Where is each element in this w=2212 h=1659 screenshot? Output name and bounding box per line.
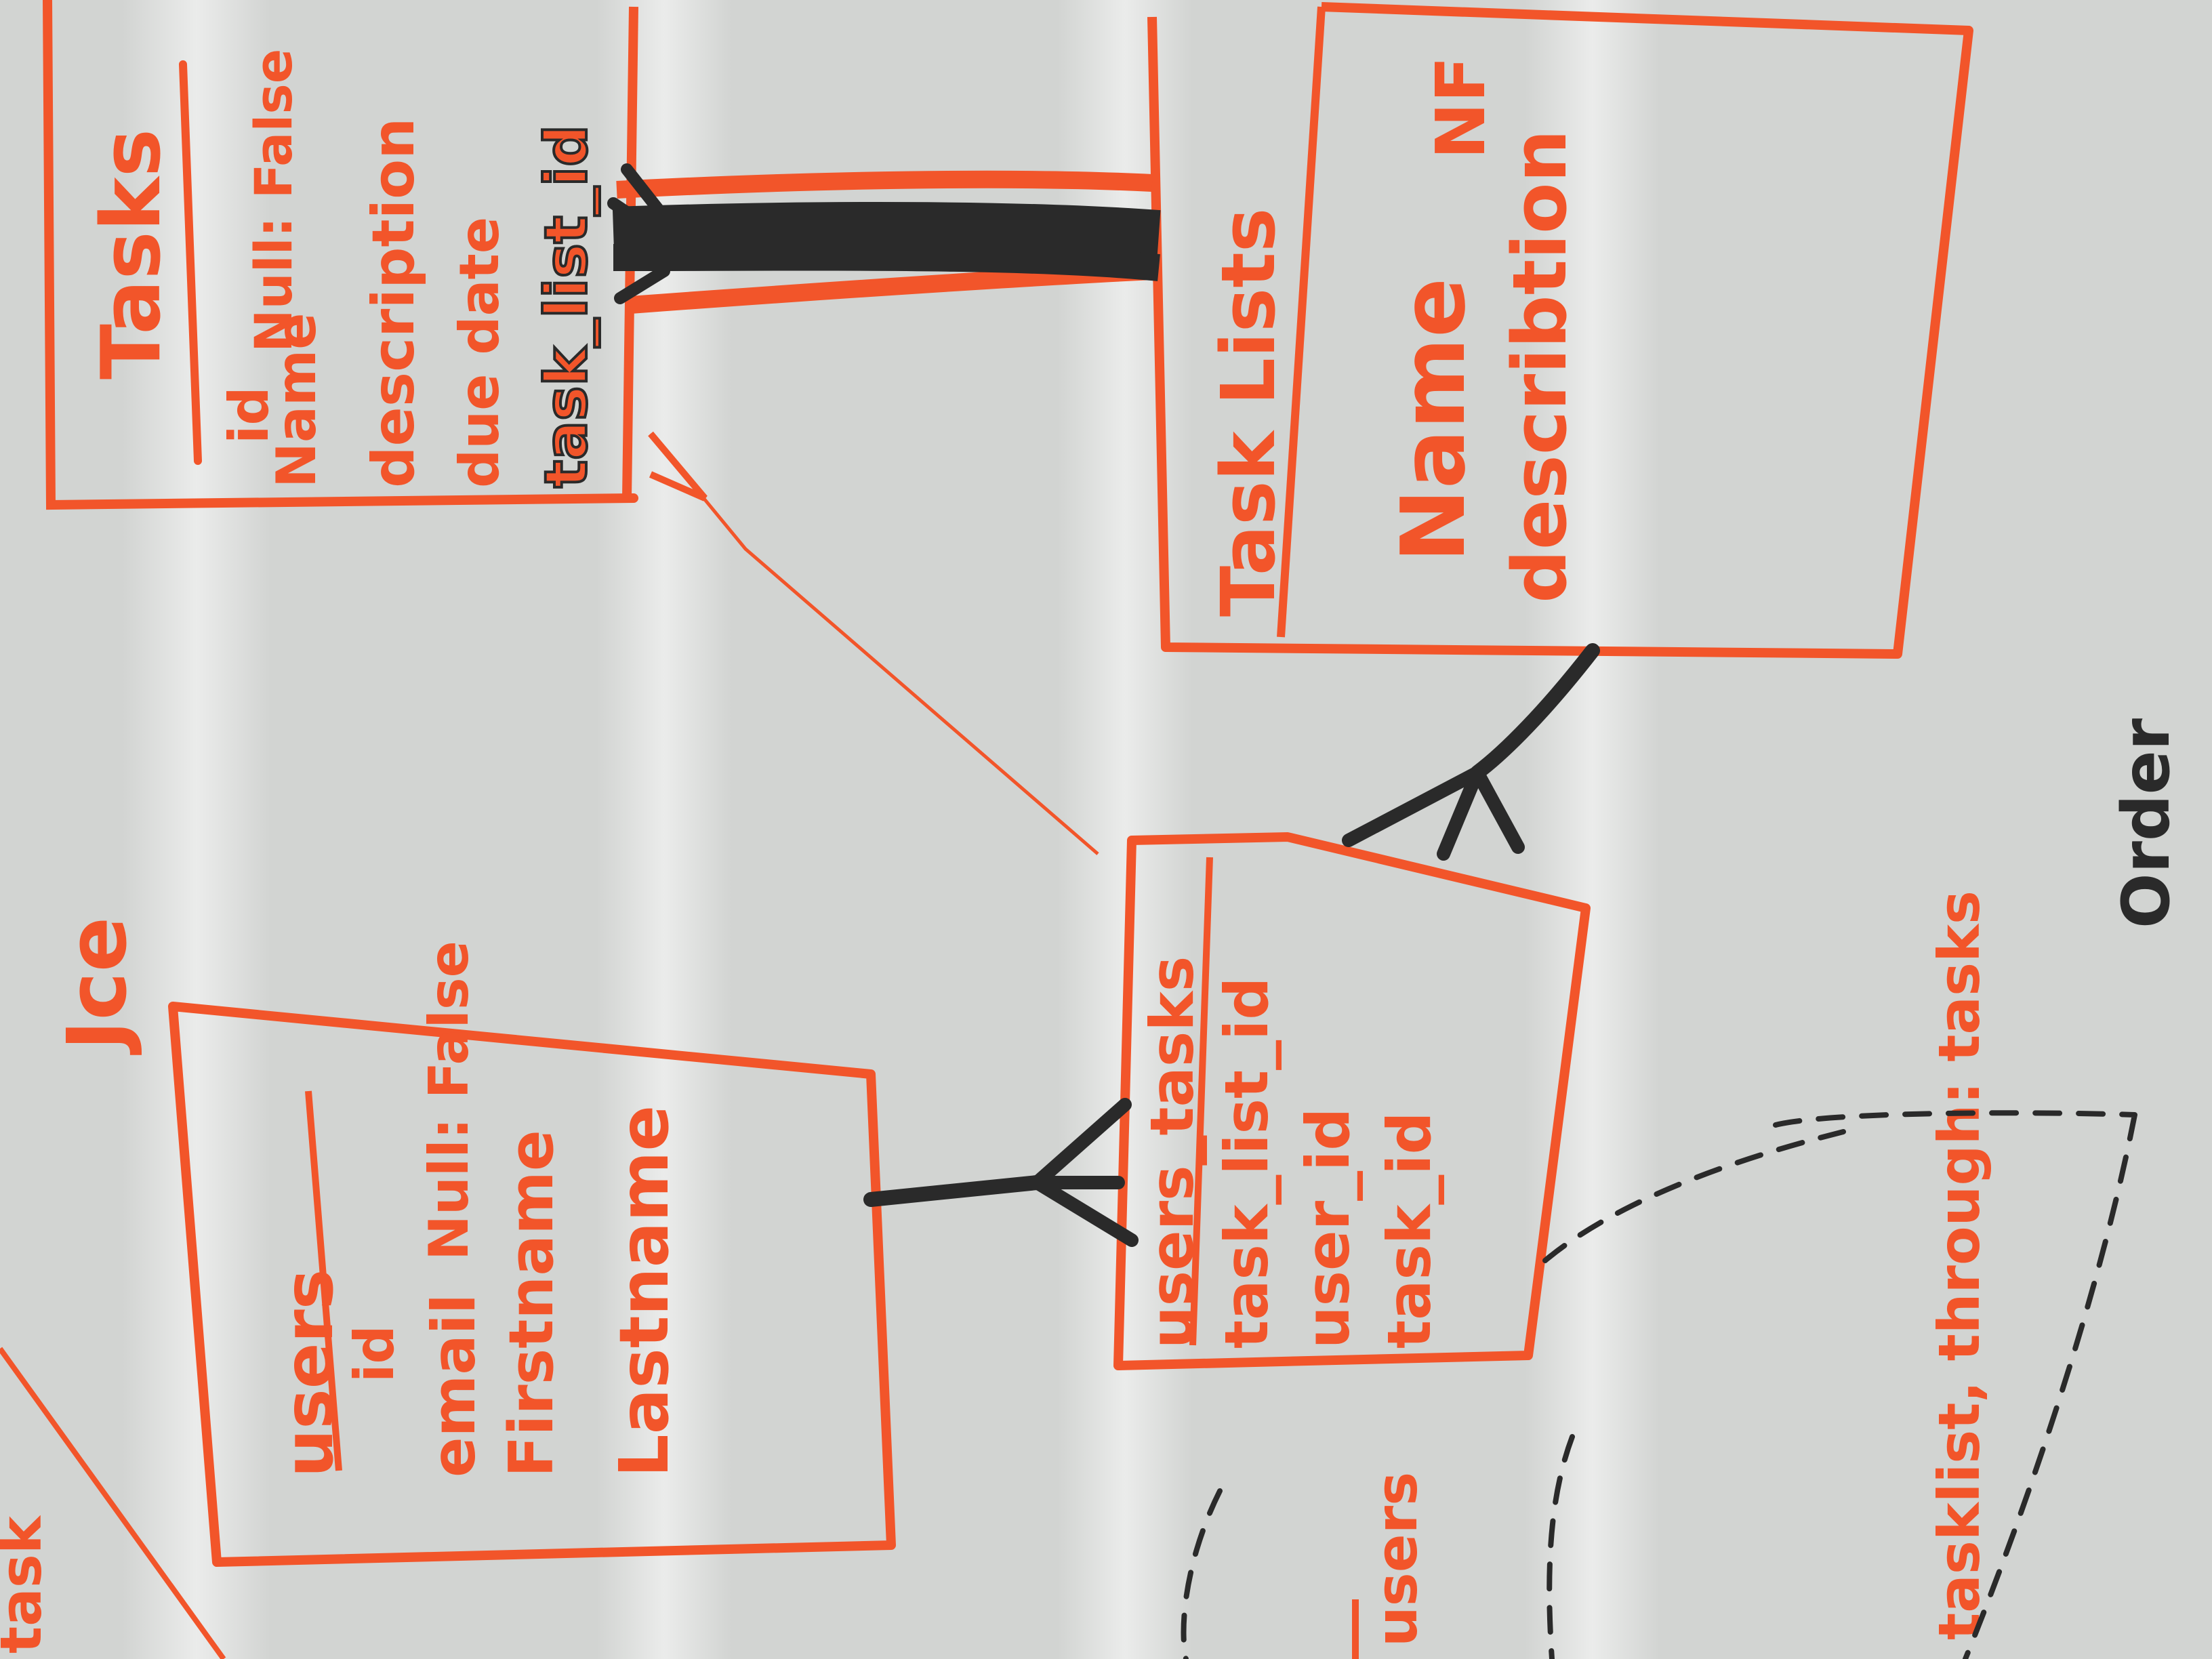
task-lists-table: Task Lists NF Name describtion <box>622 2 1973 659</box>
users-tasks-field-task-id: task_id <box>1374 1111 1444 1349</box>
tasks-table: Tasks id Name Null: False description du… <box>43 0 638 510</box>
tasklists-userstasks-relation <box>1342 643 1600 861</box>
users-tasks-title-divider <box>1189 857 1213 1346</box>
task-lists-field-name: Name <box>1382 278 1485 562</box>
tasks-table-border <box>43 0 638 510</box>
relation-line <box>863 1175 1044 1207</box>
users-tasks-table-title: users_tasks <box>1137 956 1207 1349</box>
users-userstasks-relation <box>863 1098 1139 1247</box>
crows-foot-icon <box>1030 1098 1139 1247</box>
tasks-tasklists-relation <box>607 163 1161 314</box>
task-lists-title-divider <box>1277 6 1326 638</box>
tasks-constraint: Null: False <box>243 49 304 352</box>
users-tasks-field-task-list-id: task_list_id <box>1212 977 1282 1349</box>
task-lists-table-title: Task Lists <box>1205 208 1292 617</box>
users-tasks-table: users_tasks task_list_id user_id task_id <box>1113 832 1591 1370</box>
tasks-title-divider <box>179 60 202 465</box>
annotation-users: users <box>1364 1472 1430 1647</box>
glare-band <box>1525 0 1660 1659</box>
tasks-field-due-date: due date <box>448 217 511 488</box>
crows-foot-icon <box>1342 766 1525 861</box>
users-tasks-table-border <box>1113 832 1591 1370</box>
tasks-table-title: Tasks <box>85 129 179 380</box>
annotation-edge: task <box>0 1515 54 1654</box>
annotation-tasklist-through-tasks: tasklist, through: tasks <box>1926 890 1992 1640</box>
task-lists-table-border <box>1147 2 1973 659</box>
annotation-order: Order <box>2108 718 2184 928</box>
relation-highlight-upper <box>616 170 1153 199</box>
tasks-field-id: id <box>218 386 281 444</box>
users-title-divider <box>305 1090 342 1471</box>
tasks-field-name: Name <box>265 312 328 488</box>
users-constraint: Null: False <box>417 941 480 1261</box>
relation-band <box>612 202 1161 258</box>
task-lists-field-description: describtion <box>1496 129 1583 603</box>
users-field-lastname: Lastname <box>605 1105 684 1477</box>
tasks-field-task-list-id: task_list_id <box>533 125 600 488</box>
task-lists-constraint: NF <box>1421 56 1500 159</box>
users-table: users id email Null: False Firstname Las… <box>168 941 896 1567</box>
users-field-email: email <box>419 1294 489 1477</box>
users-field-id: id <box>343 1325 406 1382</box>
relation-line <box>1470 643 1600 780</box>
edge-line <box>0 1347 226 1659</box>
relation-band <box>613 243 1160 281</box>
crows-foot-icon <box>607 163 670 304</box>
users-table-title: users <box>269 1269 348 1477</box>
crows-foot-icon <box>648 431 708 501</box>
tasks-userstasks-relation <box>648 431 1099 855</box>
users-tasks-field-user-id: user_id <box>1293 1108 1363 1349</box>
tasks-field-description: description <box>360 118 428 488</box>
dashed-curve <box>1181 1110 2137 1659</box>
annotation-jce: Jce <box>51 917 145 1055</box>
glare-band <box>122 0 271 1659</box>
users-field-firstname: Firstname <box>496 1130 567 1477</box>
users-table-border <box>168 1002 896 1567</box>
